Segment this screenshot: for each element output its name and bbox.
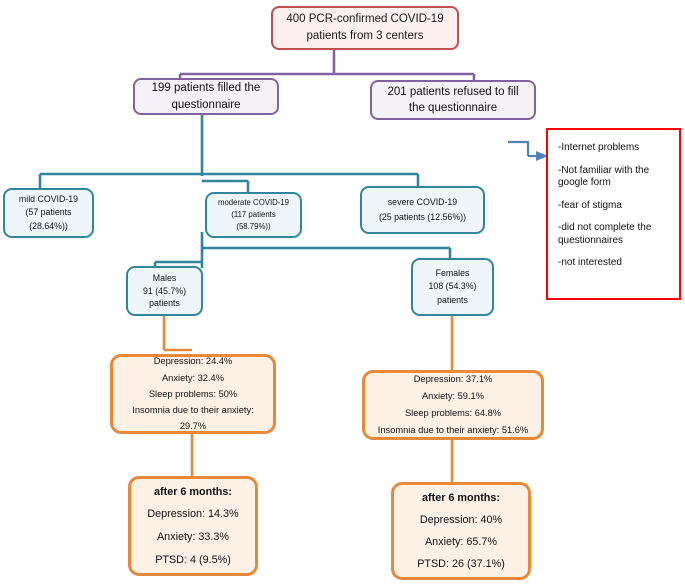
node-filled-line1: 199 patients filled the	[151, 82, 261, 95]
node-total-line1: 400 PCR-confirmed COVID-19	[286, 13, 444, 26]
node-females-line3: patients	[437, 294, 468, 305]
node-females-line1: Females	[435, 268, 470, 279]
node-total-patients: 400 PCR-confirmed COVID-19 patients from…	[271, 6, 459, 50]
node-females-followup: after 6 months: Depression: 40% Anxiety:…	[391, 482, 531, 580]
node-severe-line2: (25 patients (12.56%))	[378, 212, 467, 222]
node-males-line3: patients	[149, 298, 180, 309]
refusal-reason-stigma: -fear of stigma	[558, 199, 622, 211]
refusal-reason-not-interested: -not interested	[558, 257, 622, 268]
node-males-followup-anxiety: Anxiety: 33.3%	[156, 531, 230, 543]
node-severe-covid: severe COVID-19 (25 patients (12.56%))	[360, 186, 485, 234]
node-refused-line1: 201 patients refused to fill	[387, 85, 519, 98]
node-males-followup-ptsd: PTSD: 4 (9.5%)	[155, 553, 231, 566]
node-males-symptoms-insomnia-value: 29.7%	[179, 421, 207, 432]
node-refusal-reasons: -Internet problems -Not familiar with th…	[546, 128, 681, 300]
refusal-reason-internet: -Internet problems	[558, 142, 640, 153]
node-males-symptoms-insomnia: Insomnia due to their anxiety:	[132, 405, 254, 416]
node-females-symptoms: Depression: 37.1% Anxiety: 59.1% Sleep p…	[362, 370, 544, 440]
node-males-symptoms-anxiety: Anxiety: 32.4%	[161, 372, 224, 383]
node-males-followup: after 6 months: Depression: 14.3% Anxiet…	[128, 476, 258, 576]
node-females-followup-title: after 6 months:	[422, 491, 500, 504]
node-males: Males 91 (45.7%) patients	[126, 266, 203, 316]
refusal-reason-incomplete: -did not complete the questionnaires	[558, 222, 652, 246]
node-females-symptoms-depression: Depression: 37.1%	[413, 373, 493, 384]
node-mild-covid: mild COVID-19 (57 patients (28.64%))	[3, 188, 94, 238]
node-moderate-covid: moderate COVID-19 (117 patients (58.79%)…	[205, 192, 302, 238]
node-mild-line3: (28.64%))	[29, 220, 68, 231]
node-females-line2: 108 (54.3%)	[428, 281, 477, 292]
node-filled-line2: questionnaire	[171, 98, 241, 111]
node-males-symptoms-sleep: Sleep problems: 50%	[148, 388, 238, 399]
node-filled-questionnaire: 199 patients filled the questionnaire	[133, 78, 279, 115]
node-females: Females 108 (54.3%) patients	[411, 258, 494, 316]
node-females-symptoms-insomnia: Insomnia due to their anxiety: 51.6%	[377, 425, 529, 436]
node-females-symptoms-anxiety: Anxiety: 59.1%	[421, 390, 484, 401]
node-males-line1: Males	[152, 272, 177, 283]
node-moderate-line2: (117 patients	[231, 210, 276, 220]
node-males-followup-depression: Depression: 14.3%	[147, 508, 239, 521]
node-severe-line1: severe COVID-19	[387, 197, 458, 208]
node-moderate-line3: (58.79%))	[236, 221, 271, 231]
node-refused-questionnaire: 201 patients refused to fill the questio…	[370, 80, 536, 120]
refusal-reason-google-form: -Not familiar with the google form	[558, 164, 650, 189]
node-females-followup-depression: Depression: 40%	[419, 513, 503, 526]
node-moderate-line1: moderate COVID-19	[217, 198, 290, 208]
node-total-line2: patients from 3 centers	[306, 30, 424, 42]
connector-refused-to-reasons	[508, 140, 530, 156]
node-males-symptoms: Depression: 24.4% Anxiety: 32.4% Sleep p…	[110, 354, 276, 434]
node-females-followup-anxiety: Anxiety: 65.7%	[424, 536, 498, 548]
node-mild-line2: (57 patients	[25, 207, 72, 218]
node-females-followup-ptsd: PTSD: 26 (37.1%)	[417, 558, 505, 571]
node-mild-line1: mild COVID-19	[18, 194, 79, 205]
node-females-symptoms-sleep: Sleep problems: 64.8%	[404, 408, 502, 418]
node-refused-line2: the questionnaire	[408, 102, 498, 114]
node-males-followup-title: after 6 months:	[154, 485, 232, 498]
node-males-line2: 91 (45.7%)	[142, 285, 187, 296]
node-males-symptoms-depression: Depression: 24.4%	[153, 356, 233, 367]
